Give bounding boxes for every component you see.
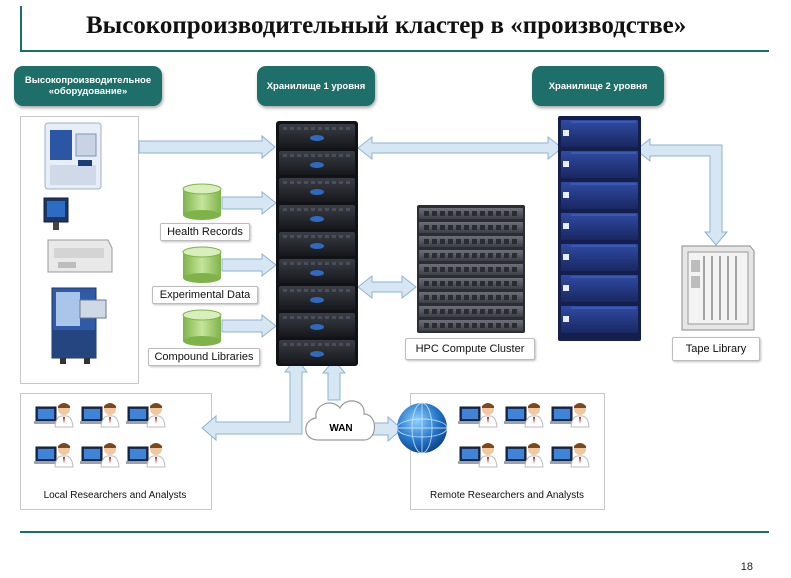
hpc-node: [419, 236, 523, 247]
arrow-storage1-wan: [321, 359, 347, 401]
header-left-accent: [20, 6, 22, 52]
arrow-health-to-storage1: [221, 190, 277, 216]
researcher-laptop-icon: [80, 443, 120, 468]
storage-tier1-tag: Хранилище 1 уровня: [257, 66, 375, 106]
storage-tier1-rack: [276, 121, 358, 366]
label-remote-researchers: Remote Researchers and Analysts: [414, 487, 600, 503]
storage1-unit: [279, 313, 355, 337]
storage1-unit: [279, 178, 355, 202]
arrow-storage1-storage2: [357, 135, 563, 161]
researcher-laptop-icon: [504, 403, 544, 428]
equipment-tag: Высокопроизводительное «оборудование»: [14, 66, 162, 106]
footer-divider: [20, 531, 769, 533]
hpc-node: [419, 222, 523, 233]
storage2-unit: [561, 244, 638, 271]
hpc-node: [419, 264, 523, 275]
label-compound-libraries: Compound Libraries: [148, 348, 260, 366]
storage2-unit: [561, 306, 638, 333]
researcher-laptop-icon: [504, 443, 544, 468]
storage-tier2-tag: Хранилище 2 уровня: [532, 66, 664, 106]
header-divider: [20, 50, 769, 52]
researcher-laptop-icon: [34, 403, 74, 428]
arrow-storage1-to-local: [201, 357, 309, 442]
researcher-laptop-icon: [126, 443, 166, 468]
hpc-node: [419, 250, 523, 261]
slide-title: Высокопроизводительный кластер в «произв…: [86, 12, 687, 39]
lab-analyzer-icon: [47, 239, 113, 273]
researcher-laptop-icon: [550, 403, 590, 428]
local-researchers-group: [34, 403, 166, 468]
hpc-node: [419, 320, 523, 331]
storage1-unit: [279, 124, 355, 148]
storage2-unit: [561, 275, 638, 302]
storage1-unit: [279, 340, 355, 364]
storage2-unit: [561, 182, 638, 209]
hpc-node: [419, 278, 523, 289]
researcher-laptop-icon: [458, 403, 498, 428]
researcher-laptop-icon: [34, 443, 74, 468]
lab-workstation-icon: [43, 197, 69, 230]
equipment-tag-line2: «оборудование»: [48, 86, 128, 97]
storage1-unit: [279, 151, 355, 175]
researcher-laptop-icon: [80, 403, 120, 428]
researcher-laptop-icon: [458, 443, 498, 468]
page-number: 18: [740, 561, 753, 573]
label-local-researchers: Local Researchers and Analysts: [24, 487, 206, 503]
equipment-tag-line1: Высокопроизводительное: [24, 75, 152, 86]
hpc-cluster-rack: [417, 205, 525, 333]
storage1-unit: [279, 286, 355, 310]
label-tape-library: Tape Library: [672, 337, 760, 361]
hpc-node: [419, 208, 523, 219]
lab-instrument-1-icon: [44, 122, 102, 190]
storage2-unit: [561, 120, 638, 147]
arrow-storage1-hpc: [357, 274, 417, 300]
globe-icon: [396, 402, 448, 454]
wan-cloud-icon: [305, 400, 376, 441]
label-experimental-data: Experimental Data: [152, 286, 258, 304]
tape-library-unit: [681, 245, 755, 331]
lab-robot-station-icon: [51, 287, 107, 364]
storage2-unit: [561, 213, 638, 240]
hpc-node: [419, 306, 523, 317]
database-compound-libraries: [182, 309, 222, 346]
label-wan: WAN: [329, 423, 353, 434]
arrow-compound-to-storage1: [221, 313, 277, 339]
storage1-unit: [279, 259, 355, 283]
researcher-laptop-icon: [550, 443, 590, 468]
hpc-node: [419, 292, 523, 303]
storage2-unit: [561, 151, 638, 178]
arrow-equipment-to-storage1: [138, 134, 276, 160]
remote-researchers-group: [458, 403, 590, 468]
storage1-unit: [279, 232, 355, 256]
storage1-unit: [279, 205, 355, 229]
storage-tier2-rack: [558, 116, 641, 341]
researcher-laptop-icon: [126, 403, 166, 428]
database-experimental-data: [182, 246, 222, 283]
arrow-storage2-tape: [635, 137, 729, 246]
label-hpc-cluster: HPC Compute Cluster: [405, 338, 535, 360]
database-health-records: [182, 183, 222, 220]
label-health-records: Health Records: [160, 223, 250, 241]
arrow-experimental-to-storage1: [221, 252, 277, 278]
